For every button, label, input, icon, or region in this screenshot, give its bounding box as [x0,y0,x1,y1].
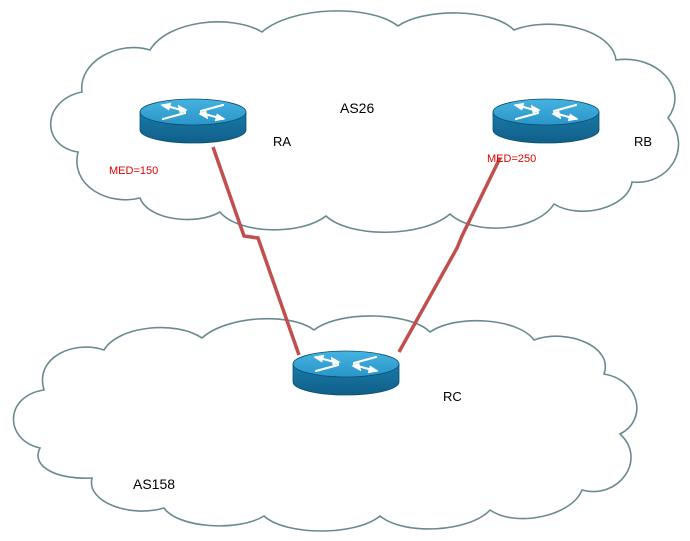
med-label-ra: MED=150 [109,165,158,177]
med-label-rb: MED=250 [487,153,536,165]
link-rb-rc [397,157,502,353]
cloud-as158 [12,315,638,532]
router-ra-icon[interactable] [138,97,248,145]
router-rc-icon[interactable] [291,349,401,397]
router-ra-label: RA [273,134,291,149]
as158-label: AS158 [133,476,175,492]
as26-label: AS26 [340,100,374,116]
router-rc-label: RC [443,389,462,404]
router-rb-label: RB [634,134,652,149]
link-ra-rc [211,146,301,356]
cloud-as26 [49,10,680,234]
router-rb-icon[interactable] [491,97,601,145]
